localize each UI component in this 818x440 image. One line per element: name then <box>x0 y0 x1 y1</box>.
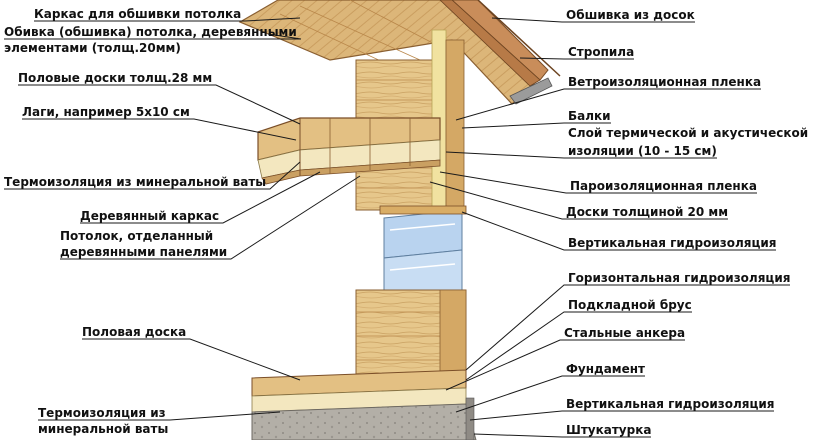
label-steel-anchors: Стальные анкера <box>564 326 686 340</box>
label-mineral-wool-lower-line-2: минеральной ваты <box>38 422 169 436</box>
label-floor-boards: Половые доски толщ.28 мм <box>18 71 213 85</box>
label-vertical-waterproofing-upper: Вертикальная гидроизоляция <box>568 236 777 250</box>
label-ceiling-frame: Каркас для обшивки потолка <box>34 7 242 21</box>
label-vertical-waterproofing-lower: Вертикальная гидроизоляция <box>566 397 775 411</box>
roof-slope <box>238 0 561 105</box>
label-beams: Балки <box>568 109 611 123</box>
label-panel-ceiling-line-1: Потолок, отделанный <box>60 229 214 243</box>
label-rafters: Стропила <box>568 45 635 59</box>
label-ceiling-cladding-line-1: Обивка (обшивка) потолка, деревянными <box>4 25 297 39</box>
label-thermal-acoustic-line-2: изоляции (10 - 15 см) <box>568 144 717 158</box>
label-mineral-wool-lower-line-1: Термоизоляция из <box>38 406 166 420</box>
label-boards-20mm: Доски толщиной 20 мм <box>566 205 729 219</box>
label-board-cladding: Обшивка из досок <box>566 8 695 22</box>
label-panel-ceiling-line-2: деревянными панелями <box>60 245 228 259</box>
label-wooden-frame: Деревянный каркас <box>80 209 220 223</box>
label-ceiling-cladding-line-2: элементами (толщ.20мм) <box>4 41 181 55</box>
window-section <box>379 205 467 295</box>
label-floor-board: Половая доска <box>82 325 187 339</box>
label-foundation: Фундамент <box>566 362 645 376</box>
label-plaster: Штукатурка <box>566 423 652 437</box>
label-thermal-acoustic-line-1: Слой термической и акустической <box>568 126 809 140</box>
label-horizontal-waterproofing: Горизонтальная гидроизоляция <box>568 271 791 285</box>
label-mineral-wool-upper: Термоизоляция из минеральной ваты <box>4 175 267 189</box>
label-vapor-barrier: Пароизоляционная пленка <box>570 179 757 193</box>
label-sill-beam: Подкладной брус <box>568 298 692 312</box>
attic-floor-assembly <box>257 117 441 185</box>
label-wind-membrane: Ветроизоляционная пленка <box>568 75 762 89</box>
label-joists: Лаги, например 5х10 см <box>22 105 190 119</box>
